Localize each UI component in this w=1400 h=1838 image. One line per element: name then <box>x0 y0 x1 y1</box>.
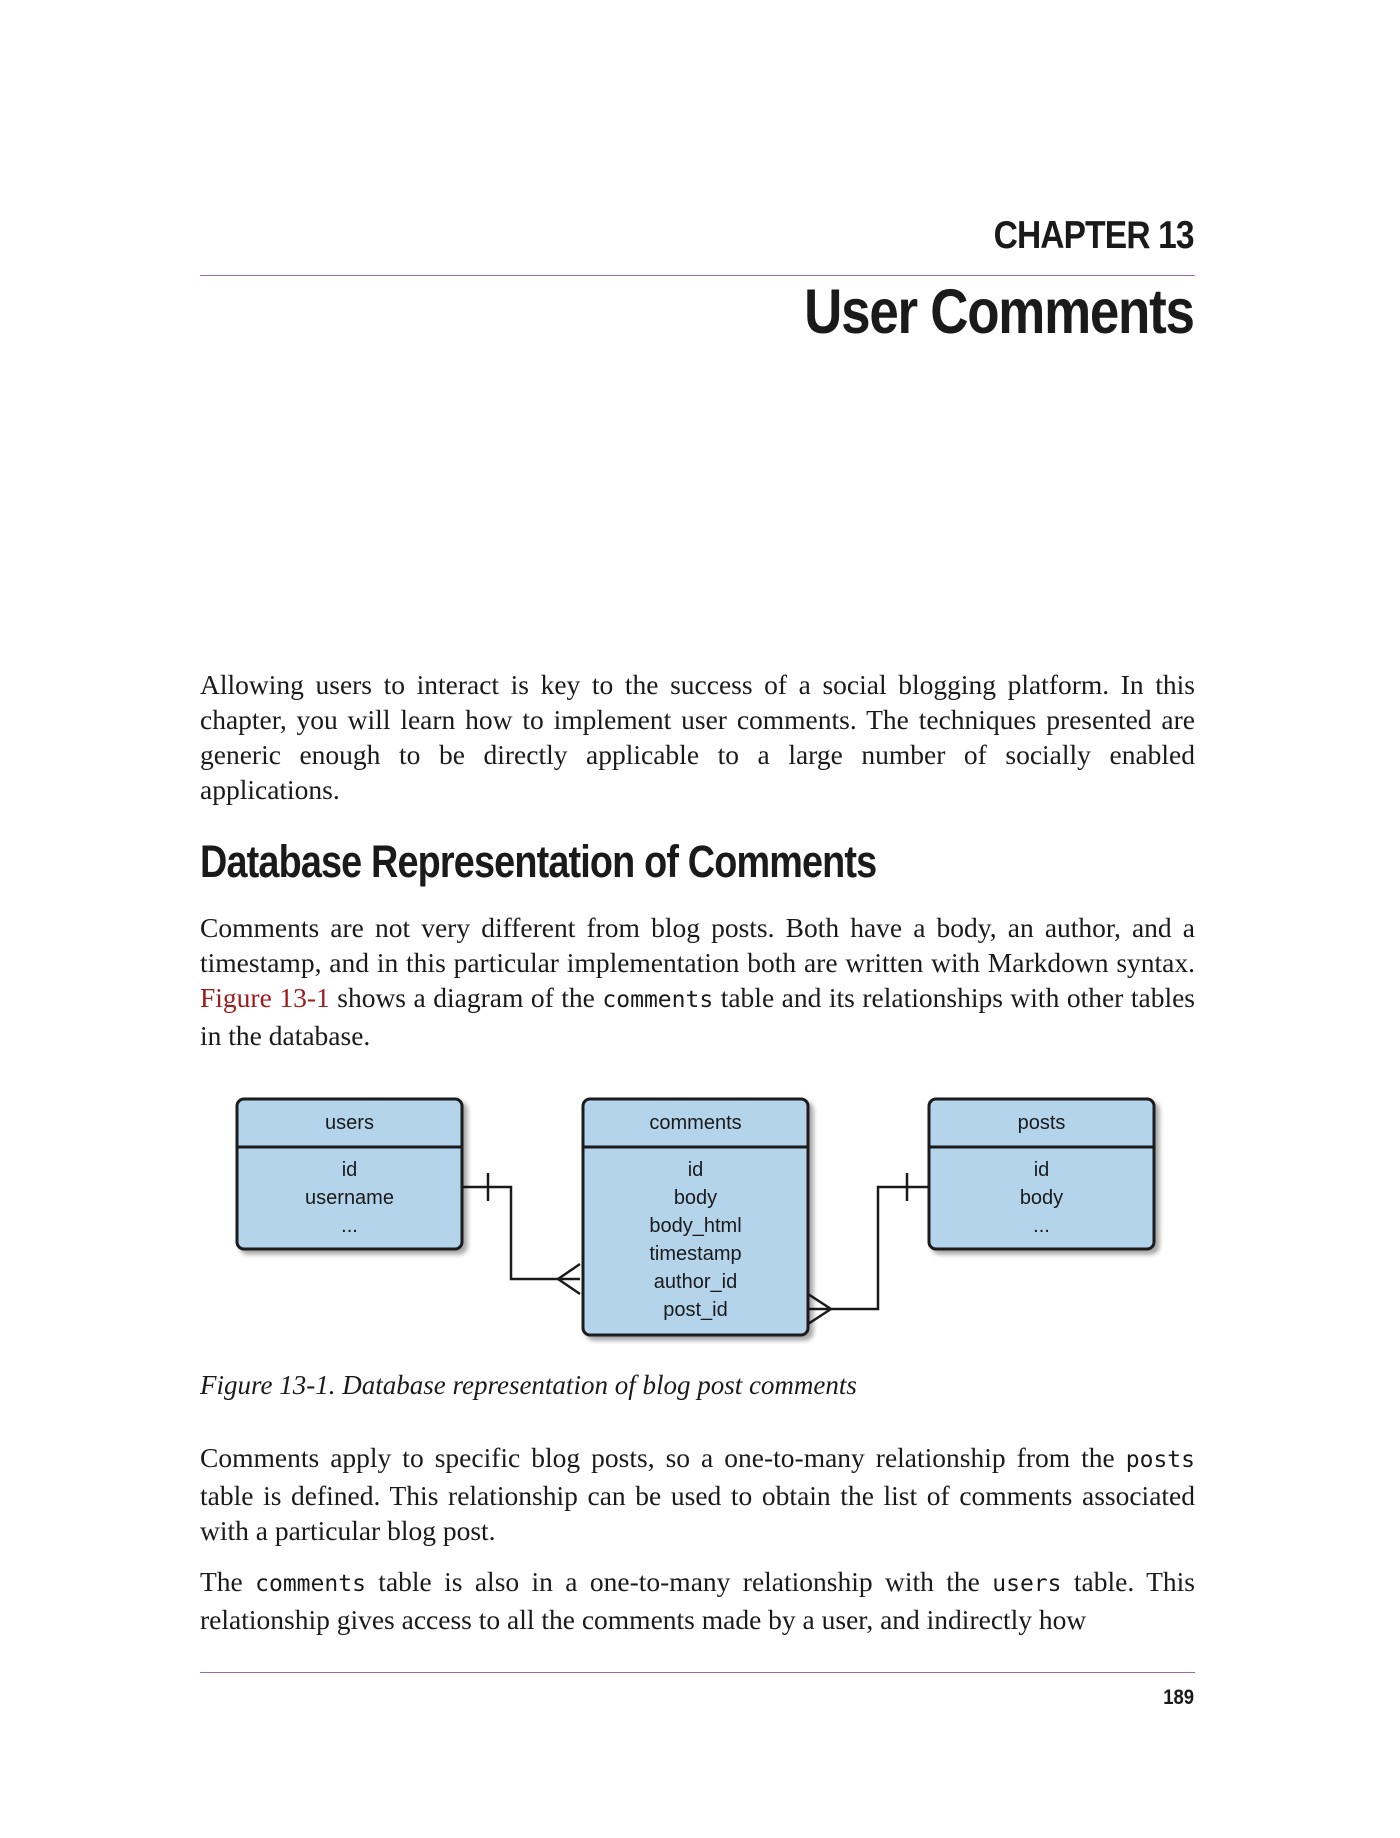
table-name: posts <box>1018 1112 1066 1134</box>
text-span: table. This relationship gives access to… <box>200 1566 1195 1635</box>
inline-code: comments <box>602 987 714 1013</box>
text-span: table and its relationships with other t… <box>200 982 1195 1051</box>
table-field: post_id <box>663 1299 728 1321</box>
text-span: table is defined. This relationship can … <box>200 1480 1195 1546</box>
table-users: users id username ... <box>235 1097 464 1251</box>
table-comments: comments id body body_html timestamp aut… <box>581 1097 810 1337</box>
table-box <box>581 1097 810 1337</box>
table-field: body <box>674 1187 717 1209</box>
inline-code: comments <box>255 1571 366 1597</box>
users-comments-connector <box>461 1185 580 1281</box>
page-number: 189 <box>1163 1686 1194 1709</box>
chapter-rule <box>200 275 1195 276</box>
er-diagram: users id username ... comments id body b… <box>235 1097 1156 1337</box>
chapter-title: User Comments <box>804 277 1196 347</box>
figure-xref-link[interactable]: Figure 13-1 <box>200 982 330 1013</box>
posts-comments-connector <box>808 1185 935 1311</box>
table-posts: posts id body ... <box>927 1097 1156 1251</box>
many-marker <box>557 1262 581 1296</box>
chapter-label: CHAPTER 13 <box>993 214 1195 257</box>
body-paragraph-2: Comments apply to specific blog posts, s… <box>200 1440 1195 1548</box>
figure-caption: Figure 13-1. Database representation of … <box>200 1370 857 1400</box>
table-name: comments <box>649 1112 741 1134</box>
table-field: body_html <box>649 1215 741 1237</box>
table-field: ... <box>1033 1215 1050 1237</box>
table-field: timestamp <box>649 1243 741 1265</box>
table-field: username <box>305 1187 394 1209</box>
section-heading: Database Representation of Comments <box>200 836 877 887</box>
text-span: Comments apply to specific blog posts, s… <box>200 1442 1126 1473</box>
footer-rule <box>200 1672 1195 1673</box>
table-name: users <box>325 1112 374 1134</box>
text-span: shows a diagram of the <box>329 982 603 1013</box>
table-field: id <box>342 1159 358 1181</box>
many-marker <box>807 1292 832 1326</box>
text-span: table is also in a one-to-many relations… <box>365 1566 993 1597</box>
table-field: id <box>1034 1159 1050 1181</box>
body-paragraph-3: The comments table is also in a one-to-m… <box>200 1564 1195 1637</box>
inline-code: posts <box>1125 1447 1195 1473</box>
intro-paragraph: Allowing users to interact is key to the… <box>200 669 1195 805</box>
table-box <box>927 1097 1156 1251</box>
body-paragraph-1: Comments are not very different from blo… <box>200 910 1195 1053</box>
text-span: Comments are not very different from blo… <box>200 912 1195 978</box>
table-field: id <box>688 1159 704 1181</box>
inline-code: users <box>992 1571 1062 1597</box>
text-span: The <box>200 1566 256 1597</box>
table-field: ... <box>341 1215 358 1237</box>
table-field: author_id <box>654 1271 737 1293</box>
table-box <box>235 1097 464 1251</box>
table-field: body <box>1020 1187 1063 1209</box>
